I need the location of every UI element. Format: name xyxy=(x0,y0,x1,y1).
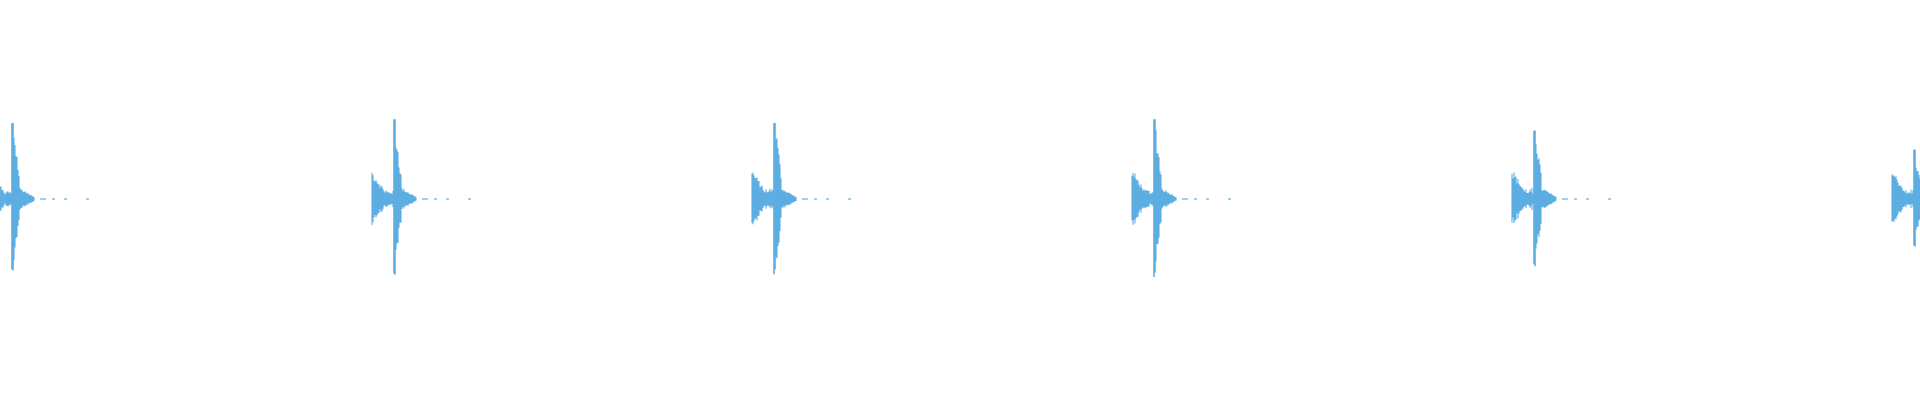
waveform-bead xyxy=(1549,196,1555,202)
waveform-bead xyxy=(409,196,415,202)
waveform-bursts xyxy=(0,119,1920,277)
waveform-burst xyxy=(1511,130,1611,267)
waveform-burst xyxy=(1891,149,1920,247)
waveform-burst xyxy=(371,119,471,275)
waveform-bead xyxy=(27,196,33,202)
waveform-burst xyxy=(0,123,89,271)
waveform-burst xyxy=(751,123,851,275)
waveform-bead xyxy=(1169,196,1175,202)
waveform-bead xyxy=(789,196,795,202)
waveform-burst xyxy=(1131,119,1231,277)
